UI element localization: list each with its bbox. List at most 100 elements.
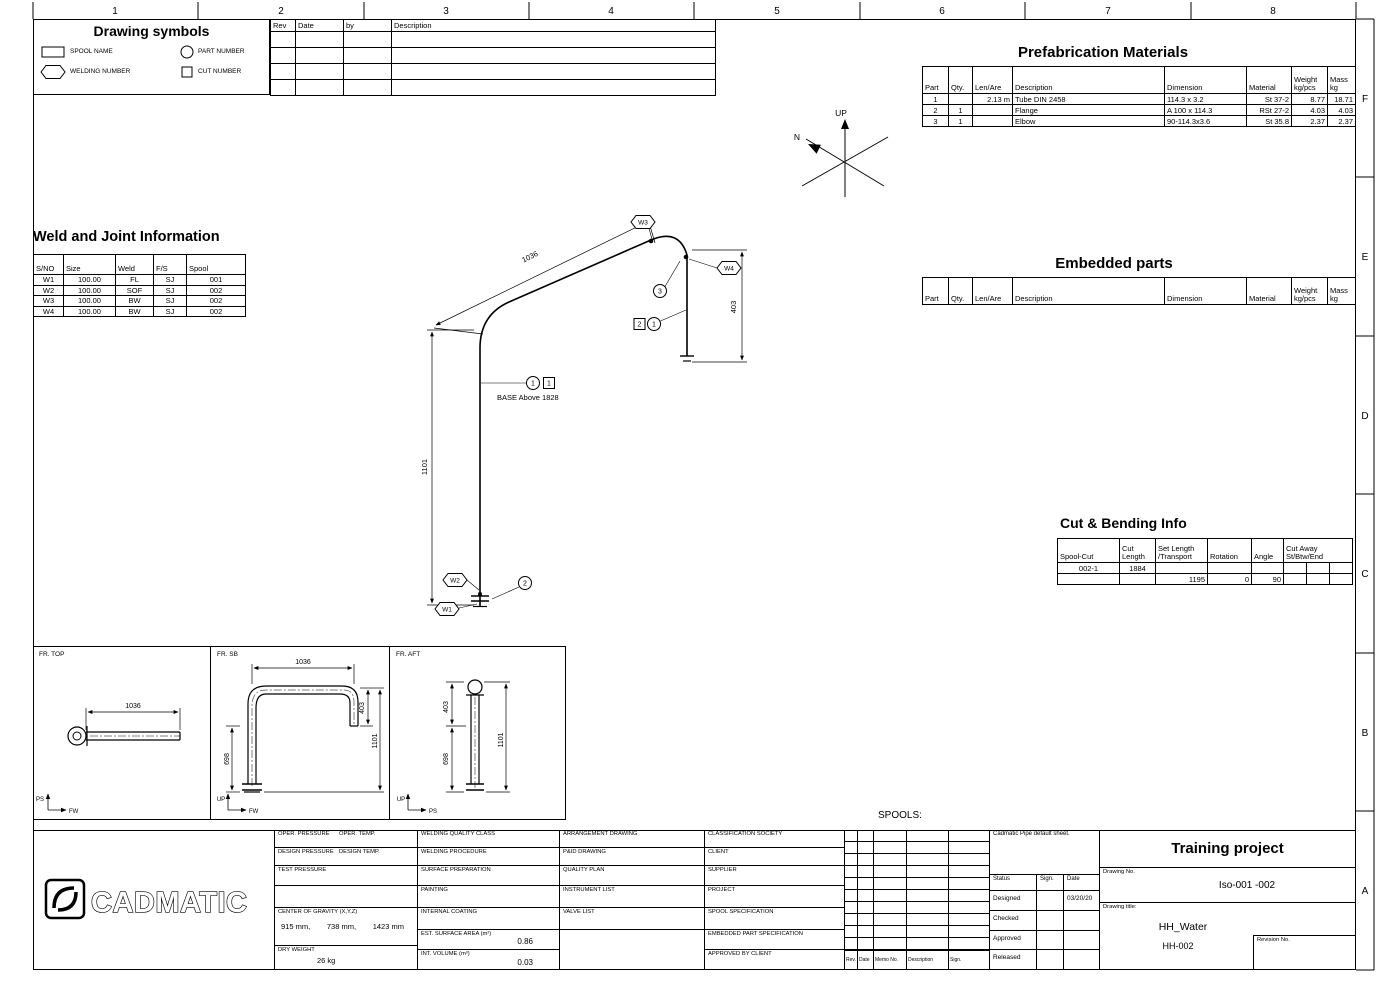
field-project: PROJECT xyxy=(705,886,845,908)
table-cell xyxy=(972,104,1013,116)
column-header: Qty. xyxy=(948,66,973,94)
right-ruler: F E D C B A xyxy=(1356,18,1375,971)
drawing-title-cell: Drawing title: HH_Water HH-002 xyxy=(1100,903,1355,970)
field-quality-plan: QUALITY PLAN xyxy=(560,866,705,886)
weld-info-title: Weld and Joint Information xyxy=(33,229,220,245)
column-header: Rev xyxy=(270,19,296,32)
row-label: A xyxy=(1362,886,1369,897)
field-dry-weight: DRY WEIGHT 26 kg xyxy=(275,946,418,970)
table-cell: 100.00 xyxy=(63,295,116,307)
default-sheet-note: Cadmatic Pipe default sheet. xyxy=(990,830,1100,875)
drawing-title-value: HH_Water xyxy=(1158,921,1208,933)
table-cell xyxy=(391,63,716,80)
table-cell: 4.03 xyxy=(1291,104,1328,116)
sign-cell xyxy=(1037,911,1064,931)
column-header: Weight kg/pcs xyxy=(1291,66,1328,94)
revision-table: Rev Date by Description xyxy=(270,19,716,96)
table-cell: 002-1 xyxy=(1057,562,1120,574)
column-header: Rotation xyxy=(1207,538,1252,563)
column-header: Part xyxy=(922,66,949,94)
table-cell: W4 xyxy=(33,305,64,317)
table-row xyxy=(270,47,716,64)
table-header-row: Part Qty. Len/Are Description Dimension … xyxy=(922,66,1356,94)
sign-header: Sign. xyxy=(1037,875,1064,891)
sign-cell xyxy=(1037,931,1064,950)
table-header-row: Part Qty. Len/Are Description Dimension … xyxy=(922,277,1356,305)
revision-strip-rows xyxy=(845,830,989,950)
view-box-sb xyxy=(210,646,390,820)
table-cell: 100.00 xyxy=(63,274,116,286)
table-header-row: Rev Date by Description xyxy=(270,19,716,32)
rev-col-label: Sign. xyxy=(950,957,962,963)
col-label: 4 xyxy=(608,6,614,17)
table-header-row: S/NO Size Weld F/S Spool xyxy=(33,254,246,275)
table-cell: 1884 xyxy=(1119,562,1156,574)
table-cell: SJ xyxy=(153,305,187,317)
field-arrangement-drawing: ARRANGEMENT DRAWING xyxy=(560,830,705,848)
column-header: by xyxy=(343,19,392,32)
column-header: Angle xyxy=(1251,538,1284,563)
column-header: Dimension xyxy=(1164,277,1247,305)
view-aft-label: FR. AFT xyxy=(396,651,421,658)
field-approved-by-client: APPROVED BY CLIENT xyxy=(705,950,845,970)
col-label: 2 xyxy=(278,6,284,17)
status-header: Status xyxy=(990,875,1037,891)
divider xyxy=(873,830,874,970)
column-header: Description xyxy=(1012,66,1165,94)
column-header: F/S xyxy=(153,254,187,275)
drawing-no-cell: Drawing No. Iso-001 -002 xyxy=(1100,868,1355,903)
column-header: Len/Are xyxy=(972,66,1013,94)
column-header: Material xyxy=(1246,277,1292,305)
status-designed: Designed xyxy=(990,891,1037,911)
column-header: Cut Length xyxy=(1119,538,1156,563)
top-ruler: 1 2 3 4 5 6 7 8 xyxy=(32,2,1357,19)
table-cell: St 35.8 xyxy=(1246,115,1292,127)
column-header: Mass kg xyxy=(1327,277,1356,305)
table-cell: 002 xyxy=(186,295,246,307)
title-block-top-line xyxy=(33,829,1355,831)
table-cell: RSt 27-2 xyxy=(1246,104,1292,116)
column-header: Date xyxy=(295,19,344,32)
table-cell: 2.37 xyxy=(1327,115,1356,127)
revision-no-box: Revision No. xyxy=(1253,935,1355,970)
view-box-top xyxy=(33,646,211,820)
column-header: Description xyxy=(391,19,716,32)
column-header: Qty. xyxy=(948,277,973,305)
spools-label: SPOOLS: xyxy=(878,810,922,821)
table-cell: W2 xyxy=(33,284,64,296)
divider xyxy=(857,830,858,970)
column-header: Part xyxy=(922,277,949,305)
revision-strip: Rev. Date Memo No. Description Sign. xyxy=(845,830,990,970)
field-empty xyxy=(275,886,418,908)
column-header: Dimension xyxy=(1164,66,1247,94)
table-cell: 0 xyxy=(1207,573,1252,585)
rev-col-label: Rev. xyxy=(846,957,856,963)
table-cell: 90-114.3x3.6 xyxy=(1164,115,1247,127)
table-cell: 114.3 x 3.2 xyxy=(1164,93,1247,105)
table-cell xyxy=(270,79,296,96)
legend-box: Drawing symbols xyxy=(33,19,270,95)
column-header: Spool xyxy=(186,254,246,275)
column-header: Set Length /Transport xyxy=(1155,538,1208,563)
row-label: D xyxy=(1361,411,1368,422)
field-pid-drawing: P&ID DRAWING xyxy=(560,848,705,866)
table-cell: 2.13 m xyxy=(972,93,1013,105)
table-cell xyxy=(343,47,392,64)
logo-box: CADMATIC xyxy=(33,830,275,970)
logo-text: CADMATIC xyxy=(91,887,248,919)
field-empty xyxy=(560,930,705,970)
legend-part-number: PART NUMBER xyxy=(198,48,245,55)
field-welding-quality-class: WELDING QUALITY CLASS xyxy=(418,830,560,848)
table-cell: 2 xyxy=(922,104,949,116)
row-label: C xyxy=(1361,569,1368,580)
legend-cut-number: CUT NUMBER xyxy=(198,68,242,75)
embedded-table: Part Qty. Len/Are Description Dimension … xyxy=(922,277,1356,305)
date-cell xyxy=(1064,950,1100,970)
column-header: Len/Are xyxy=(972,277,1013,305)
view-sb-label: FR. SB xyxy=(217,651,238,658)
